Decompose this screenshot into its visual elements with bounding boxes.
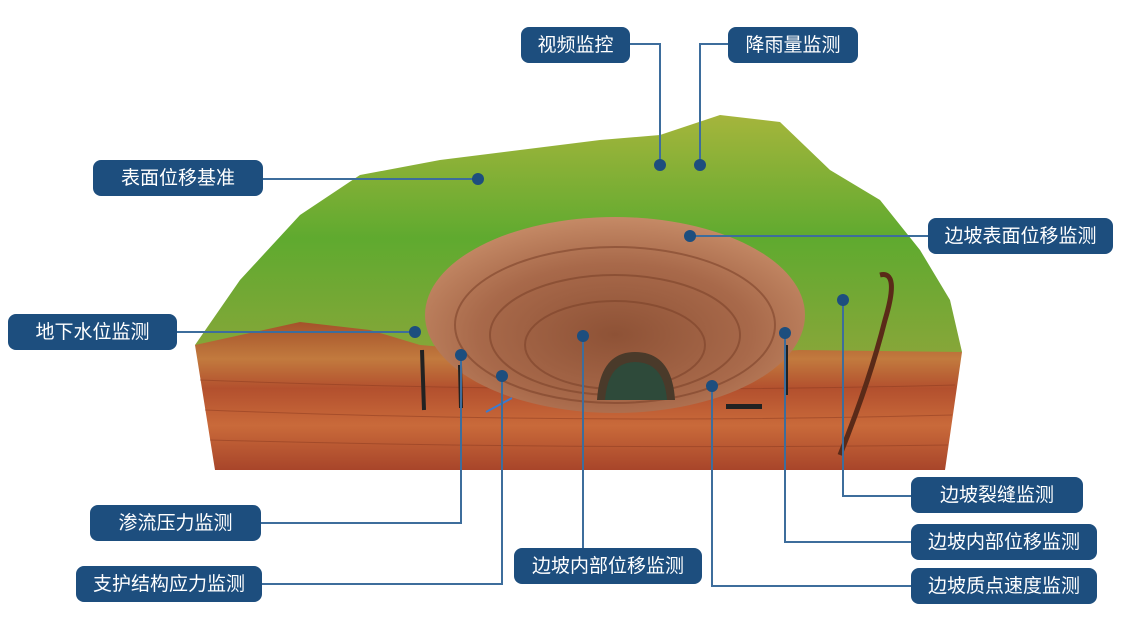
open-pit bbox=[425, 217, 805, 413]
label-slope-internal-displacement-right[interactable]: 边坡内部位移监测 bbox=[911, 524, 1097, 560]
label-surface-displacement-baseline[interactable]: 表面位移基准 bbox=[93, 160, 263, 196]
sensor-dot-internal-center[interactable] bbox=[577, 330, 589, 342]
label-slope-surface-displacement[interactable]: 边坡表面位移监测 bbox=[928, 218, 1113, 254]
label-groundwater-level[interactable]: 地下水位监测 bbox=[8, 314, 177, 350]
leader-lines bbox=[177, 43, 928, 587]
sensor-dot-surface-disp[interactable] bbox=[684, 230, 696, 242]
label-seepage-pressure[interactable]: 渗流压力监测 bbox=[90, 505, 261, 541]
label-video-monitoring[interactable]: 视频监控 bbox=[521, 27, 630, 63]
crack bbox=[837, 272, 894, 456]
sensor-dot-baseline[interactable] bbox=[472, 173, 484, 185]
sensor-dot-seepage[interactable] bbox=[455, 349, 467, 361]
label-slope-particle-velocity[interactable]: 边坡质点速度监测 bbox=[911, 568, 1097, 604]
sensor-dot-video[interactable] bbox=[654, 159, 666, 171]
sensor-dot-rainfall[interactable] bbox=[694, 159, 706, 171]
sensor-dot-groundwater[interactable] bbox=[409, 326, 421, 338]
sensor-dot-velocity[interactable] bbox=[706, 380, 718, 392]
label-slope-internal-displacement-center[interactable]: 边坡内部位移监测 bbox=[514, 548, 702, 584]
label-support-structure-stress[interactable]: 支护结构应力监测 bbox=[76, 566, 262, 602]
label-rainfall-monitoring[interactable]: 降雨量监测 bbox=[728, 27, 858, 63]
sensor-dot-internal-right[interactable] bbox=[779, 327, 791, 339]
label-slope-crack[interactable]: 边坡裂缝监测 bbox=[911, 477, 1083, 513]
sensor-dot-crack[interactable] bbox=[837, 294, 849, 306]
sensor-dot-support[interactable] bbox=[496, 370, 508, 382]
